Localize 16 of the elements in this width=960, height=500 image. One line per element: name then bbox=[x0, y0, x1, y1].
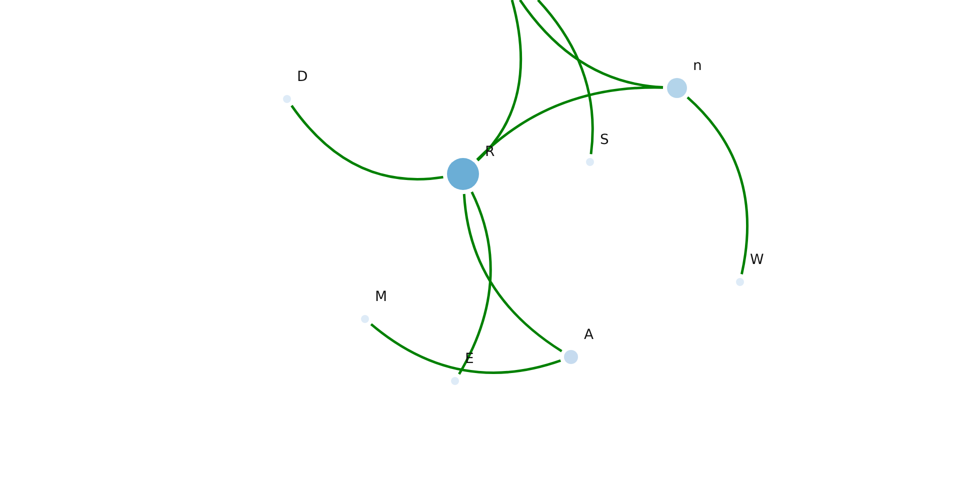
connector-line bbox=[290, 104, 444, 180]
connector-line bbox=[518, 0, 664, 89]
node-label: S bbox=[600, 132, 609, 148]
connector-line bbox=[537, 0, 594, 154]
connector-line bbox=[476, 86, 663, 161]
connector-line bbox=[686, 96, 748, 274]
node-label: n bbox=[693, 58, 702, 74]
node-label: M bbox=[375, 289, 388, 305]
connector-line bbox=[476, 0, 522, 162]
node-label: R bbox=[485, 144, 495, 160]
connector-line bbox=[462, 194, 562, 352]
node-label: A bbox=[584, 327, 594, 343]
node-label: D bbox=[297, 69, 308, 85]
node-label: W bbox=[750, 252, 764, 268]
connector-line bbox=[370, 323, 561, 374]
connector-line bbox=[458, 191, 492, 375]
